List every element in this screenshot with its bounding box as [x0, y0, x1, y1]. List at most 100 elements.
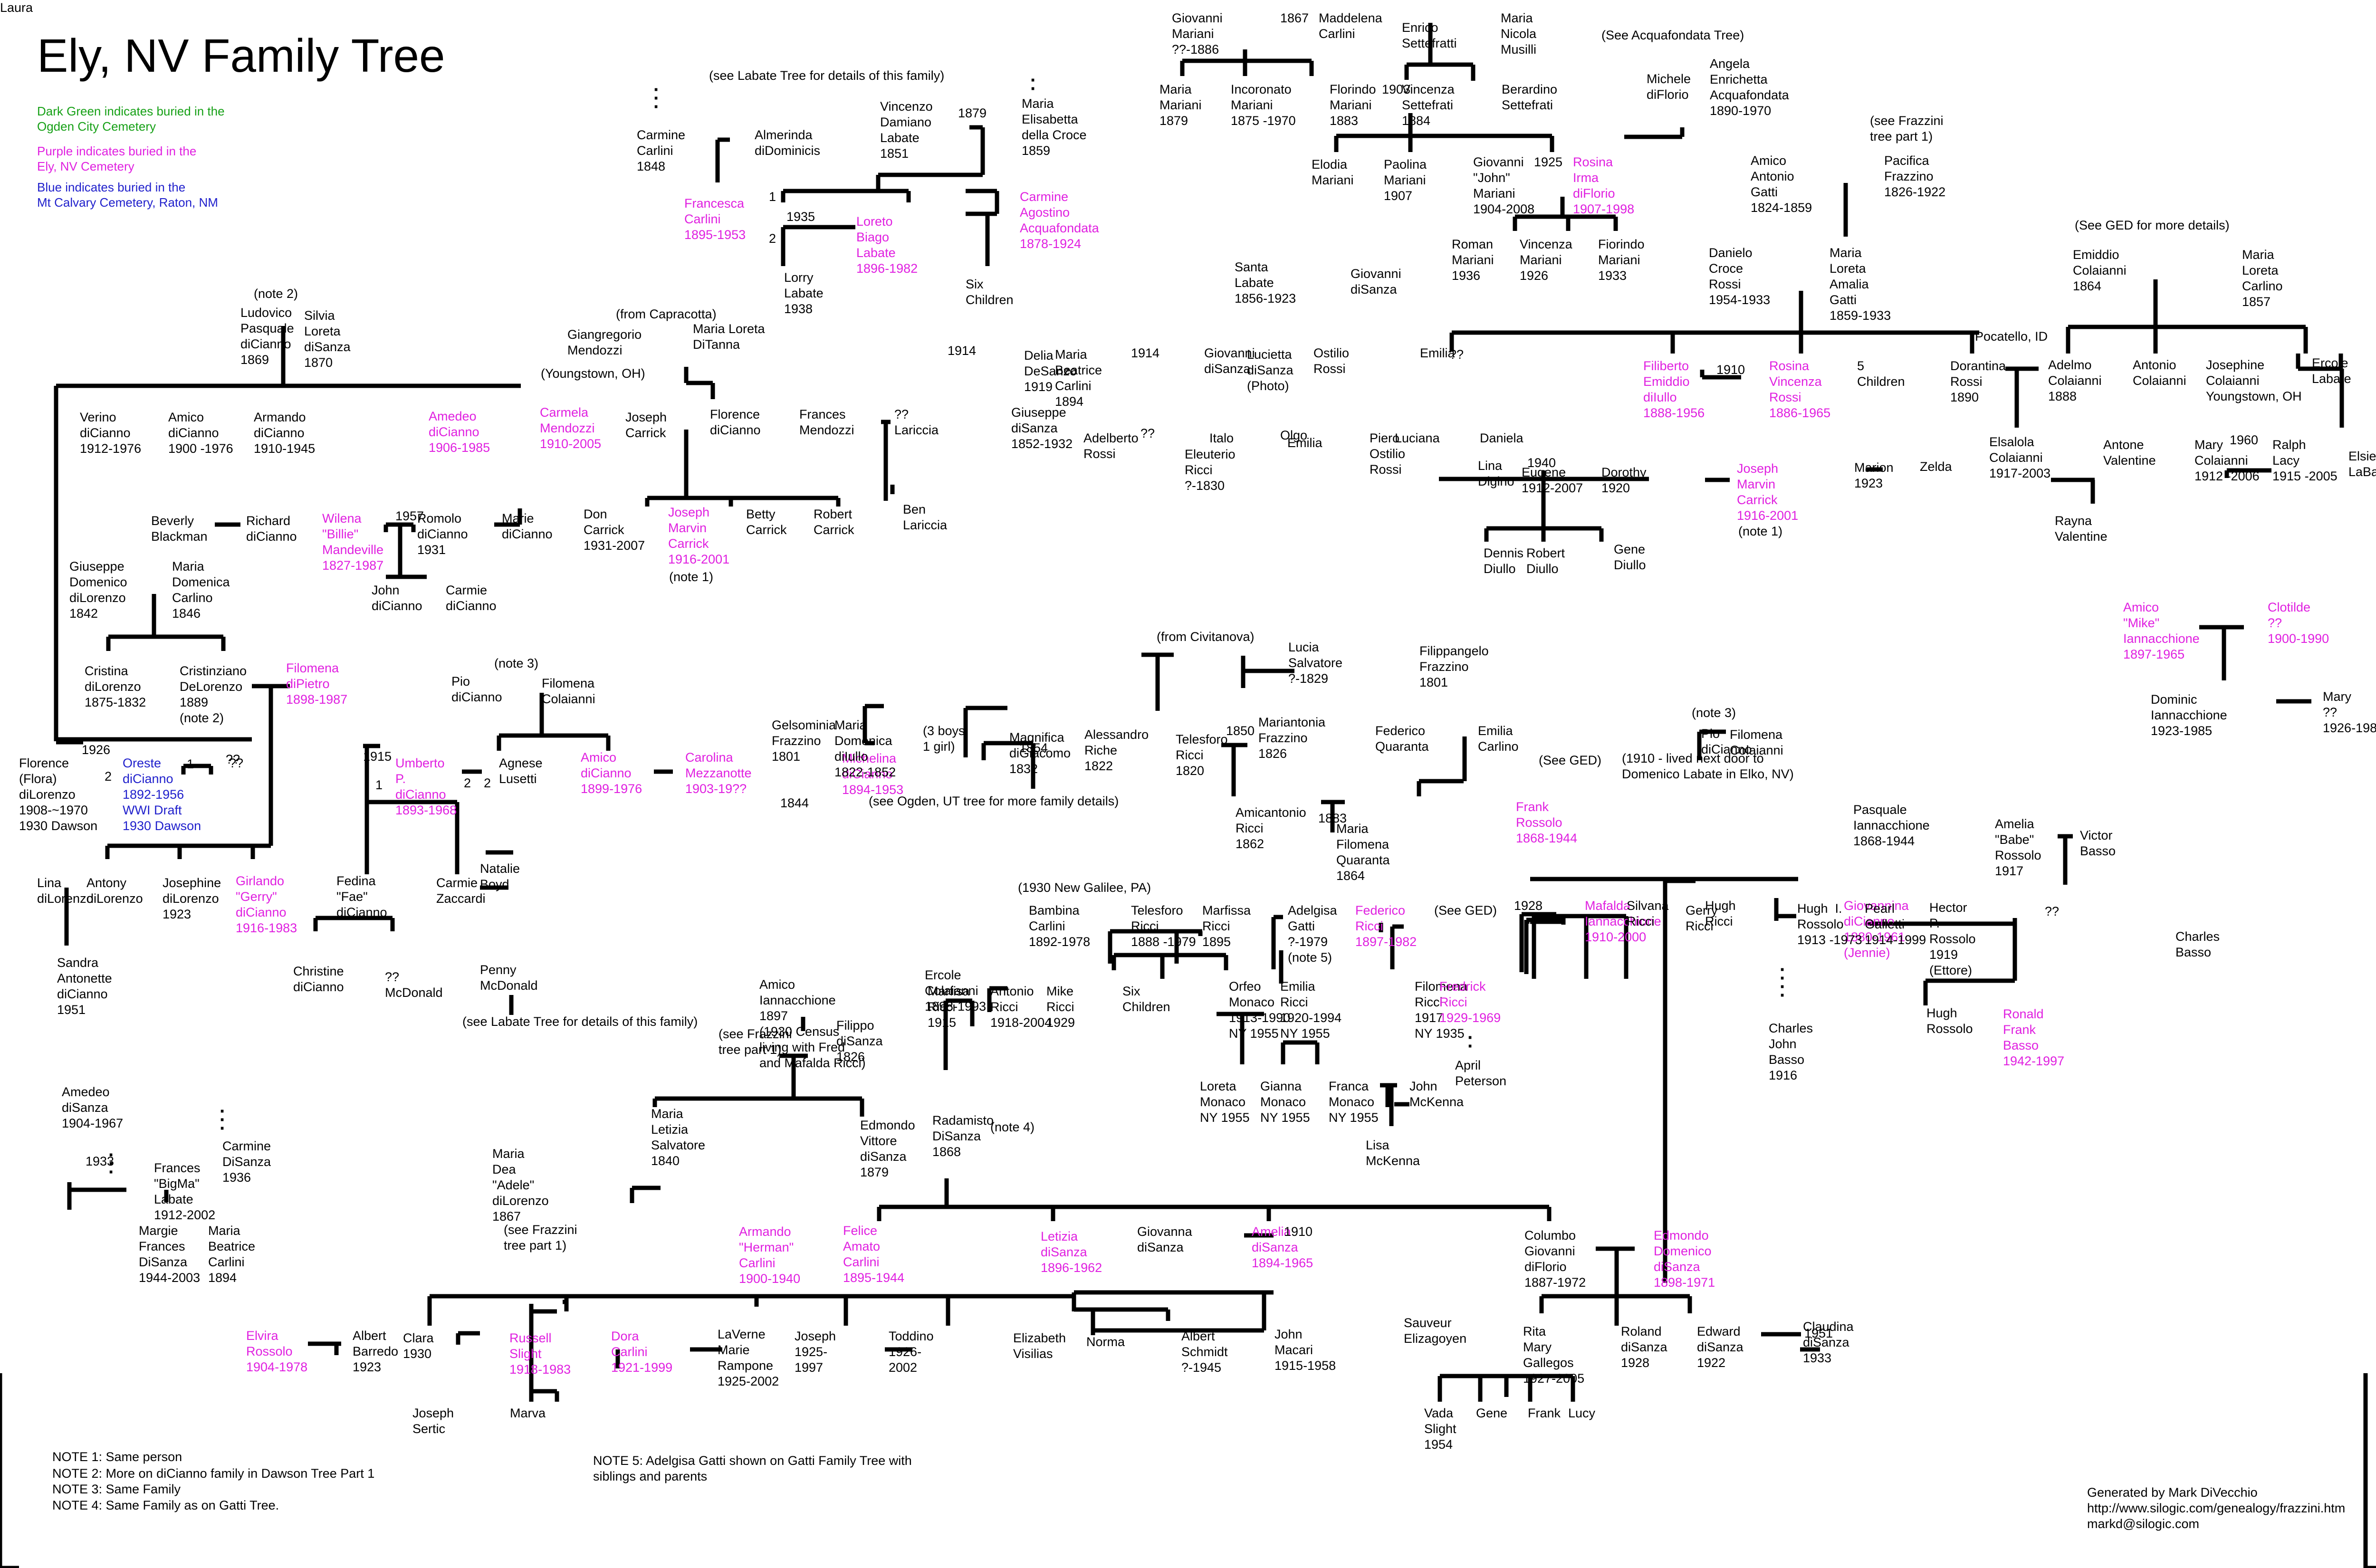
- continuation-dots: ···: [220, 1101, 226, 1139]
- continuation-dots: ··: [1467, 1027, 1474, 1057]
- person-label: Josephine Colaianni Youngstown, OH: [2206, 358, 2302, 403]
- person-label: Antonio Ricci 1918-2004: [990, 984, 1052, 1030]
- person-label: ??: [226, 752, 240, 766]
- person-label: Adelmo Colaianni 1888: [2048, 358, 2102, 403]
- person-label: 1910: [1284, 1224, 1313, 1239]
- person-label: Letizia diSanza 1896-1962: [1041, 1229, 1102, 1275]
- person-label: Joseph Sertic: [412, 1406, 454, 1436]
- person-label: Mike Ricci 1929: [1046, 984, 1075, 1030]
- person-label: Emilia Ricci 1920-1994 NY 1955: [1280, 979, 1342, 1041]
- person-label: Elsie LaBate: [2348, 449, 2376, 479]
- person-label: 2: [769, 231, 776, 246]
- person-label: Carmine DiSanza 1936: [222, 1139, 271, 1185]
- person-label: Joseph 1925- 1997: [795, 1329, 836, 1375]
- person-label: (from Civitanova): [1157, 630, 1255, 644]
- person-label: Joseph Marvin Carrick 1916-2001: [668, 505, 730, 566]
- person-label: 1867: [1280, 11, 1309, 25]
- person-label: Francesca Carlini 1895-1953: [684, 196, 746, 242]
- person-label: Almerinda diDominicis: [755, 128, 821, 158]
- person-label: Delia DeSanzo 1919: [1024, 348, 1077, 394]
- person-label: 1940: [1527, 456, 1556, 470]
- person-label: Bambina Carlini 1892-1978: [1029, 903, 1091, 949]
- person-label: Orfeo Monaco 1913-1990 NY 1955: [1229, 979, 1291, 1041]
- person-label: Robert Carrick: [814, 507, 854, 537]
- person-label: (see Frazzini tree part 1): [1870, 114, 1944, 143]
- person-label: Maria Mariani 1879: [1159, 82, 1202, 128]
- person-label: Dominic Iannacchione 1923-1985: [2151, 692, 2227, 738]
- person-label: Loreta Monaco NY 1955: [1200, 1079, 1250, 1125]
- person-label: Maria Dea "Adele" diLorenzo 1867: [492, 1147, 549, 1224]
- person-label: Giovanni "John" Mariani 1904-2008: [1473, 155, 1535, 216]
- legend-green: Dark Green indicates buried in the Ogden…: [37, 104, 225, 134]
- person-label: Maria Loreta Carlino 1857: [2242, 248, 2283, 309]
- person-label: 2: [464, 776, 471, 790]
- person-label: Italo: [1209, 431, 1234, 445]
- person-label: 1844: [780, 796, 809, 810]
- credit-text: Generated by Mark DiVecchio http://www.s…: [2087, 1485, 2346, 1531]
- person-label: Maddelena Carlini: [1319, 11, 1382, 41]
- person-label: Gerry Ricci: [1686, 903, 1718, 933]
- person-label: Angela Enrichetta Acquafondata 1890-1970: [1710, 57, 1789, 118]
- person-label: Girlando "Gerry" diCianno 1916-1983: [236, 874, 297, 935]
- person-label: 1926: [82, 743, 111, 757]
- person-label: Carmie diCianno: [446, 583, 497, 613]
- person-label: 1951: [1804, 1326, 1833, 1340]
- person-label: Adelgisa Gatti ?-1979 (note 5): [1288, 903, 1337, 965]
- person-label: (See Acquafondata Tree): [1601, 28, 1744, 42]
- person-label: Telesforo Ricci 1888 -1979: [1131, 903, 1196, 949]
- person-label: Amelia diSanza 1894-1965: [1252, 1224, 1313, 1270]
- person-label: Filomena Colaianni: [542, 676, 595, 706]
- person-label: 1914: [948, 344, 977, 358]
- person-label: ??: [1140, 426, 1155, 440]
- person-label: Albert Barredo 1923: [353, 1329, 399, 1374]
- person-label: Robert Diullo: [1526, 546, 1565, 576]
- person-label: Ben Lariccia: [903, 502, 948, 532]
- person-label: ?? McDonald: [385, 970, 443, 1000]
- person-label: Lucia Salvatore ?-1829: [1288, 640, 1343, 686]
- person-label: Florence diCianno: [710, 407, 761, 437]
- person-label: 1: [187, 757, 194, 771]
- person-label: Hector P. Rossolo 1919 (Ettore): [1929, 900, 1976, 977]
- person-label: Silvia Loreta diSanza 1870: [304, 308, 351, 370]
- person-label: Giuseppe Domenico diLorenzo 1842: [69, 559, 127, 621]
- person-label: Maria Filomena Quaranta 1864: [1336, 822, 1390, 883]
- person-label: Roman Mariani 1936: [1452, 237, 1494, 283]
- person-label: Frank Rossolo 1868-1944: [1516, 800, 1578, 845]
- person-label: Don Carrick 1931-2007: [584, 507, 645, 553]
- note-5: NOTE 5: Adelgisa Gatti shown on Gatti Fa…: [593, 1453, 912, 1483]
- legend-purple: Purple indicates buried in the Ely, NV C…: [37, 144, 197, 173]
- person-label: 5 Children: [1857, 359, 1905, 389]
- person-label: Zelda: [1920, 459, 1952, 474]
- person-label: Clotilde ?? 1900-1990: [2268, 600, 2329, 646]
- person-label: 1850: [1226, 724, 1255, 738]
- person-label: Adelberto Rossi: [1083, 431, 1139, 461]
- person-label: Lucy: [1568, 1406, 1596, 1420]
- person-label: Loreto Biago Labate 1896-1982: [856, 214, 918, 276]
- person-label: (1930 New Galilee, PA): [1018, 880, 1151, 895]
- person-label: Felice Amato Carlini 1895-1944: [843, 1224, 905, 1285]
- note-4: NOTE 4: Same Family as on Gatti Tree.: [52, 1498, 279, 1512]
- person-label: Lina Digino: [1478, 459, 1514, 488]
- person-label: Ralph Lacy 1915 -2005: [2272, 438, 2338, 483]
- person-label: Maria Domenica diIullo 1822-1852: [834, 718, 896, 779]
- person-label: Amicantonio Ricci 1862: [1236, 805, 1306, 851]
- person-label: Frances Mendozzi: [799, 407, 854, 437]
- person-label: 1914: [1131, 346, 1160, 360]
- person-label: Clara 1930: [403, 1331, 434, 1361]
- person-label: (see Frazzini tree part 1): [719, 1027, 792, 1057]
- person-label: Dorantina Rossi 1890: [1950, 359, 2006, 404]
- person-label: April Peterson: [1455, 1058, 1507, 1088]
- person-label: Wilena "Billie" Mandeville 1827-1987: [322, 511, 384, 573]
- person-label: Ercole Colaianni 1898-1993: [925, 968, 987, 1013]
- person-label: Edward diSanza 1922: [1697, 1324, 1744, 1370]
- person-label: Filippangelo Frazzino 1801: [1419, 644, 1489, 689]
- person-label: ??: [2045, 904, 2060, 918]
- person-label: Berardino Settefrati: [1502, 82, 1558, 112]
- person-label: Olgo: [1280, 428, 1308, 442]
- person-label: Amedeo diCianno 1906-1985: [429, 409, 490, 455]
- person-label: Norma: [1086, 1335, 1125, 1349]
- person-label: 2: [105, 769, 112, 784]
- person-label: Beverly Blackman: [151, 514, 208, 544]
- person-label: Amico Antonio Gatti 1824-1859: [1751, 153, 1812, 215]
